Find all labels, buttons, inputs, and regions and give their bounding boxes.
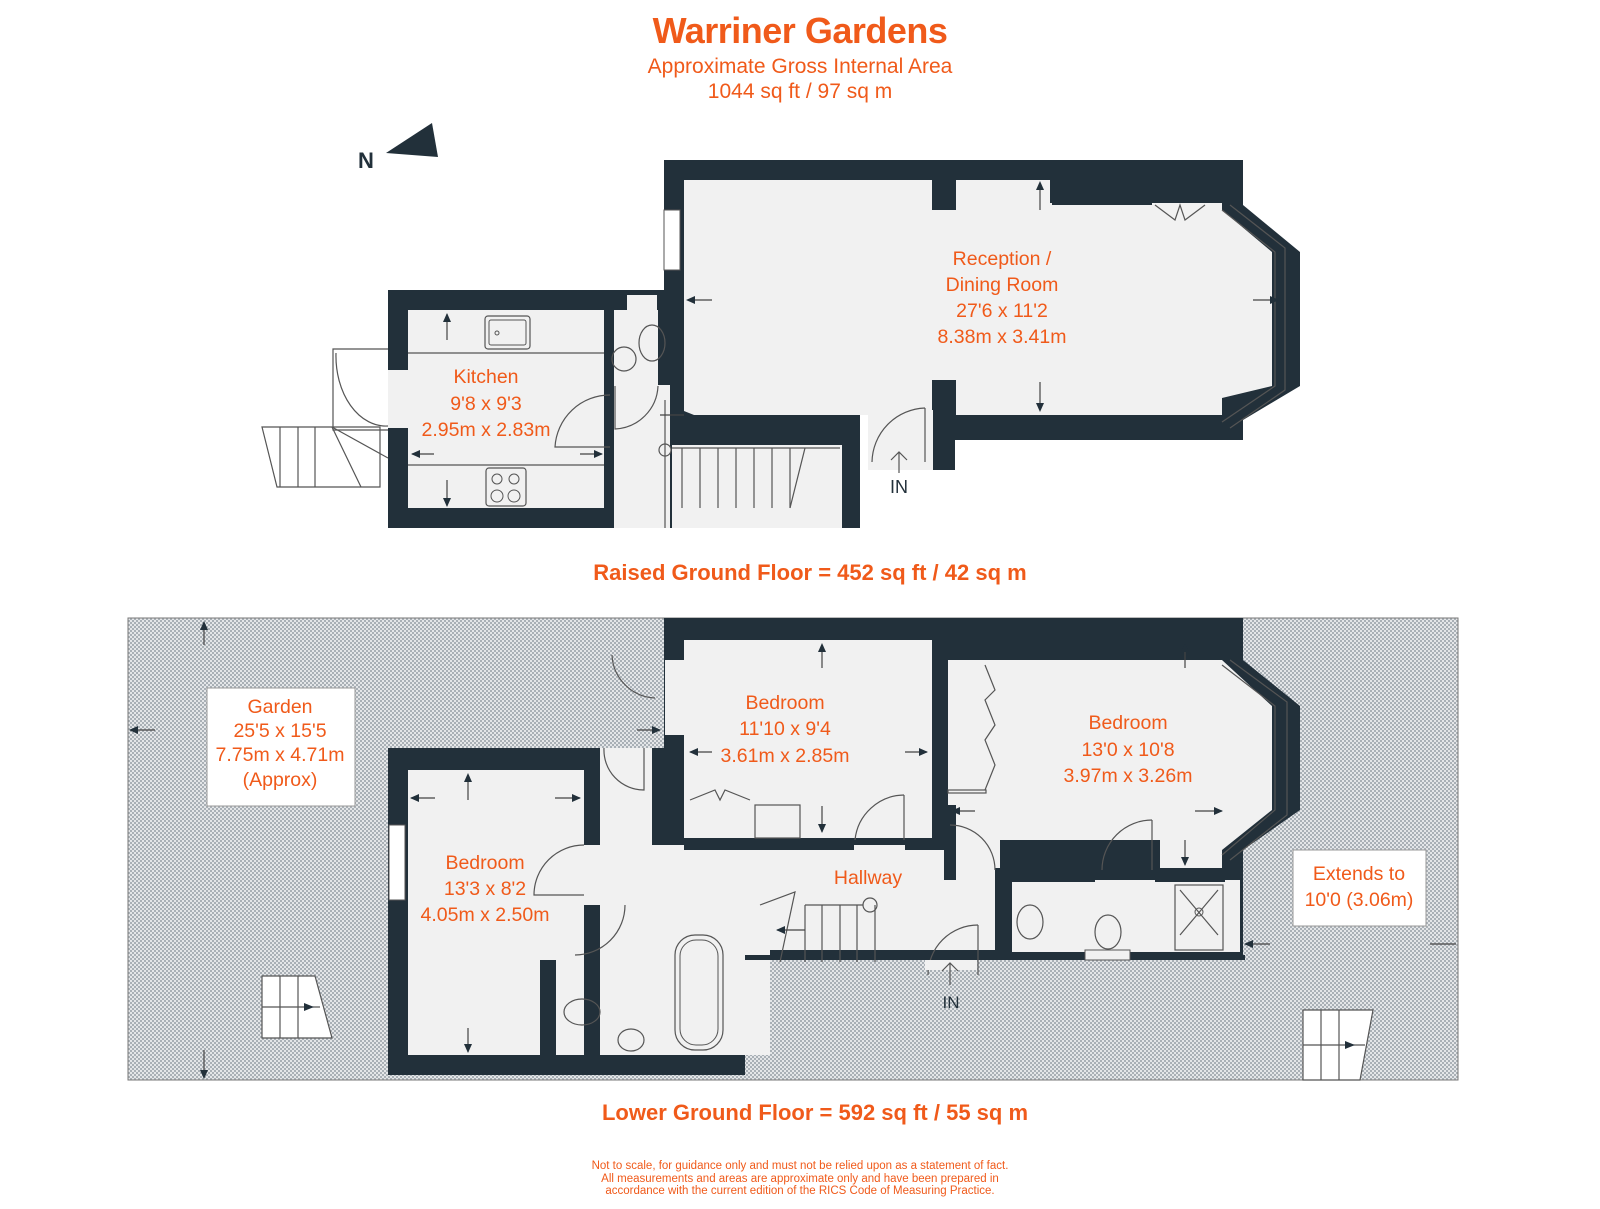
svg-text:10'0 (3.06m): 10'0 (3.06m) [1305, 889, 1414, 911]
raised-ground-floor-area: Raised Ground Floor = 452 sq ft / 42 sq … [593, 560, 1027, 585]
svg-text:Hallway: Hallway [834, 867, 903, 889]
room-bedroom-2: Bedroom 13'0 x 10'8 3.97m x 3.26m [1064, 712, 1193, 787]
basin-icon [611, 346, 637, 372]
disclaimer-line-3: accordance with the current edition of t… [605, 1185, 995, 1197]
svg-text:13'3 x 8'2: 13'3 x 8'2 [444, 878, 526, 900]
hob-icon [485, 467, 527, 507]
plan-title: Warriner Gardens [652, 10, 948, 51]
lower-ground-floor-plan: IN [127, 617, 1459, 1081]
svg-text:Garden: Garden [247, 696, 312, 718]
raised-ground-floor-plan: IN Kitchen 9'8 x 9'3 2.95m x 2.83m Recep… [261, 160, 1300, 528]
toilet-icon [638, 324, 666, 362]
svg-text:Kitchen: Kitchen [453, 366, 518, 388]
svg-text:(Approx): (Approx) [243, 769, 318, 791]
svg-text:Extends to: Extends to [1313, 863, 1405, 885]
dimension-arrows [129, 621, 1456, 1079]
svg-text:7.75m x 4.71m: 7.75m x 4.71m [216, 744, 345, 766]
north-label: N [358, 148, 374, 173]
plan-subtitle: Approximate Gross Internal Area [647, 55, 953, 78]
dimension-arrows [411, 181, 1279, 507]
disclaimer: Not to scale, for guidance only and must… [0, 1160, 1600, 1198]
toilet-icon [563, 998, 601, 1026]
svg-text:25'5 x 15'5: 25'5 x 15'5 [233, 720, 326, 742]
sink-icon [484, 315, 531, 350]
svg-text:Reception /: Reception / [953, 248, 1052, 270]
north-arrow-icon [386, 123, 438, 157]
room-kitchen: Kitchen 9'8 x 9'3 2.95m x 2.83m [422, 366, 551, 441]
basin-icon [1016, 904, 1044, 940]
svg-text:11'10 x 9'4: 11'10 x 9'4 [739, 718, 831, 740]
svg-text:9'8 x 9'3: 9'8 x 9'3 [450, 393, 521, 415]
entrance-label: IN [890, 477, 908, 497]
shower-tray-icon [1174, 884, 1224, 951]
svg-text:8.38m x 3.41m: 8.38m x 3.41m [938, 326, 1067, 348]
svg-text:Dining Room: Dining Room [946, 274, 1059, 296]
entrance-label: IN [943, 993, 960, 1012]
disclaimer-line-1: Not to scale, for guidance only and must… [591, 1160, 1009, 1172]
room-bedroom-3: Bedroom 13'3 x 8'2 4.05m x 2.50m [421, 852, 550, 926]
svg-text:13'0 x 10'8: 13'0 x 10'8 [1081, 739, 1174, 761]
svg-text:27'6 x 11'2: 27'6 x 11'2 [956, 300, 1048, 322]
lower-ground-floor-area: Lower Ground Floor = 592 sq ft / 55 sq m [601, 1100, 1029, 1125]
svg-text:2.95m x 2.83m: 2.95m x 2.83m [422, 419, 551, 441]
garden-steps-icon [1302, 1009, 1374, 1081]
svg-text:3.61m x 2.85m: 3.61m x 2.85m [721, 745, 850, 767]
external-stairs-icon [261, 348, 389, 488]
garden-steps-icon [261, 975, 333, 1039]
total-area: 1044 sq ft / 97 sq m [707, 80, 893, 103]
room-reception-dining: Reception / Dining Room 27'6 x 11'2 8.38… [938, 248, 1067, 348]
svg-text:Bedroom: Bedroom [745, 692, 824, 714]
entrance-arrow-icon [890, 451, 908, 473]
bathtub-icon [674, 934, 724, 1051]
entrance-arrow-icon [941, 962, 959, 985]
svg-text:Bedroom: Bedroom [1088, 712, 1167, 734]
north-compass: N [358, 123, 438, 173]
disclaimer-line-2: All measurements and areas are approxima… [601, 1172, 999, 1185]
extends-note-box: Extends to 10'0 (3.06m) [1292, 849, 1427, 927]
room-bedroom-1: Bedroom 11'10 x 9'4 3.61m x 2.85m [721, 692, 850, 767]
svg-text:4.05m x 2.50m: 4.05m x 2.50m [421, 904, 550, 926]
basin-icon [617, 1028, 645, 1052]
toilet-icon [1084, 914, 1131, 961]
staircase-icon [658, 400, 840, 528]
svg-text:3.97m x 3.26m: 3.97m x 3.26m [1064, 765, 1193, 787]
svg-text:Bedroom: Bedroom [445, 852, 524, 874]
garden-label-box: Garden 25'5 x 15'5 7.75m x 4.71m (Approx… [206, 687, 356, 807]
staircase-icon [759, 891, 878, 963]
room-hallway: Hallway [834, 867, 903, 889]
